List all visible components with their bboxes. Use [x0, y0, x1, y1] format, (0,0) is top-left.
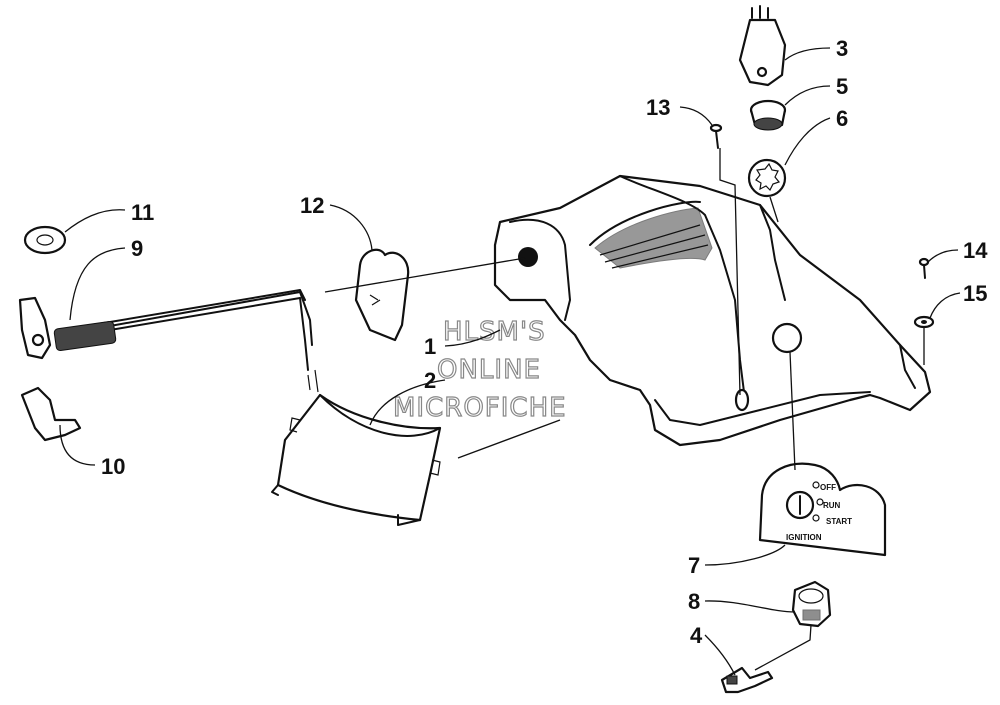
ignition-label: IGNITION — [786, 533, 822, 542]
brake-lever — [20, 386, 82, 442]
assembly-lines — [324, 148, 925, 671]
callout-3: 3 — [836, 36, 848, 61]
washer-15 — [913, 315, 935, 329]
watermark-line-3: MICROFICHE — [393, 393, 567, 423]
callout-2: 2 — [424, 368, 436, 393]
callout-7: 7 — [688, 553, 700, 578]
screw-13 — [709, 123, 723, 149]
callout-6: 6 — [836, 106, 848, 131]
watermark-line-2: ONLINE — [437, 355, 541, 385]
watermark-line-1: HLSM'S — [443, 317, 546, 347]
ignition-run-label: RUN — [823, 501, 841, 510]
key — [720, 666, 774, 694]
bushing — [749, 99, 787, 131]
ignition-plate: OFF RUN START IGNITION — [758, 462, 887, 557]
throttle-cable-assembly — [18, 289, 319, 393]
callout-8: 8 — [688, 589, 700, 614]
front-cover — [271, 393, 442, 526]
callout-15: 15 — [963, 281, 987, 306]
ignition-start-label: START — [826, 517, 852, 526]
callout-5: 5 — [836, 74, 848, 99]
switch — [738, 5, 787, 87]
callout-12: 12 — [300, 193, 324, 218]
callout-9: 9 — [131, 236, 143, 261]
ignition-off-label: OFF — [820, 483, 836, 492]
callout-leaders — [59, 47, 961, 676]
callout-13: 13 — [646, 95, 670, 120]
decal — [354, 248, 410, 342]
knob — [23, 225, 67, 255]
callout-14: 14 — [963, 238, 988, 263]
star-washer — [747, 158, 787, 198]
callout-10: 10 — [101, 454, 125, 479]
ignition-switch — [791, 580, 832, 628]
callout-4: 4 — [690, 623, 703, 648]
watermark: HLSM'S ONLINE MICROFICHE — [392, 316, 567, 423]
console-housing — [493, 174, 932, 447]
callout-1: 1 — [424, 334, 436, 359]
callout-11: 11 — [131, 200, 154, 225]
screw-14 — [918, 257, 930, 279]
callout-numbers: 1 2 3 4 5 6 7 8 9 10 11 12 13 14 15 — [101, 36, 988, 648]
